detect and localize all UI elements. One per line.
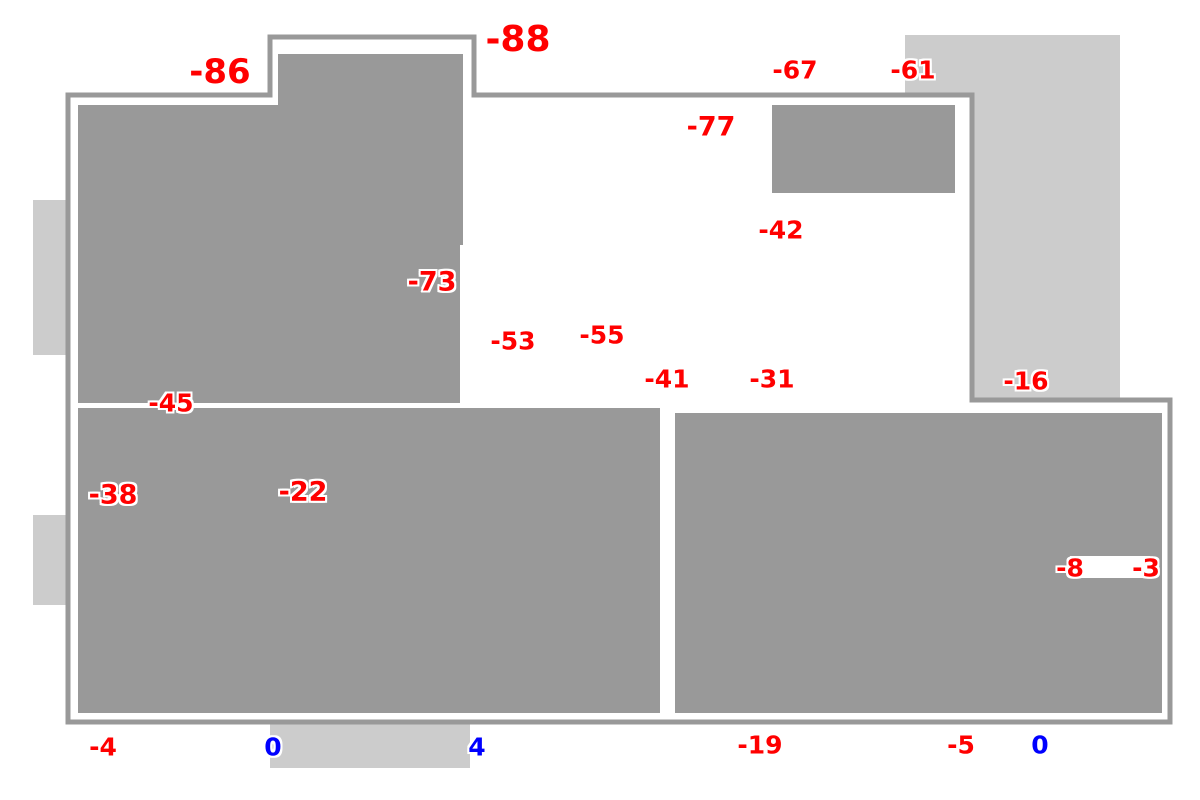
value-label-neg88: -88 — [484, 19, 552, 60]
value-label-neg67: -67 — [771, 55, 819, 85]
value-label-neg8: -8 — [1055, 553, 1086, 583]
notch-center-column-base — [572, 295, 668, 305]
value-label-0: 0 — [1030, 730, 1050, 760]
value-label-4: 4 — [467, 732, 487, 762]
value-label-neg86: -86 — [188, 52, 252, 92]
value-label-neg41: -41 — [643, 364, 691, 394]
value-label-neg55: -55 — [578, 320, 626, 350]
room-bottom-left — [78, 408, 660, 713]
room-top-center — [278, 54, 463, 245]
value-label-0: 0 — [263, 732, 283, 762]
value-label-neg5: -5 — [946, 730, 977, 760]
value-label-neg3: -3 — [1131, 553, 1162, 583]
value-label-neg4: -4 — [88, 732, 119, 762]
value-label-neg31: -31 — [748, 364, 796, 394]
value-label-neg53: -53 — [489, 326, 537, 356]
room-right-upper — [772, 105, 955, 193]
value-label-neg45: -45 — [147, 388, 195, 418]
value-label-neg61: -61 — [889, 55, 937, 85]
value-label-neg77: -77 — [685, 111, 737, 143]
value-label-neg38: -38 — [87, 479, 139, 511]
notch-bottom-right — [1070, 556, 1150, 578]
value-label-neg42: -42 — [757, 215, 805, 245]
panel-bottom-tab — [270, 722, 470, 768]
value-label-neg19: -19 — [736, 730, 784, 760]
panel-left-tab-lower — [33, 515, 68, 605]
panel-left-tab-upper — [33, 200, 68, 355]
value-label-neg73: -73 — [406, 266, 458, 298]
value-label-neg22: -22 — [277, 476, 329, 508]
value-label-neg16: -16 — [1002, 366, 1050, 396]
